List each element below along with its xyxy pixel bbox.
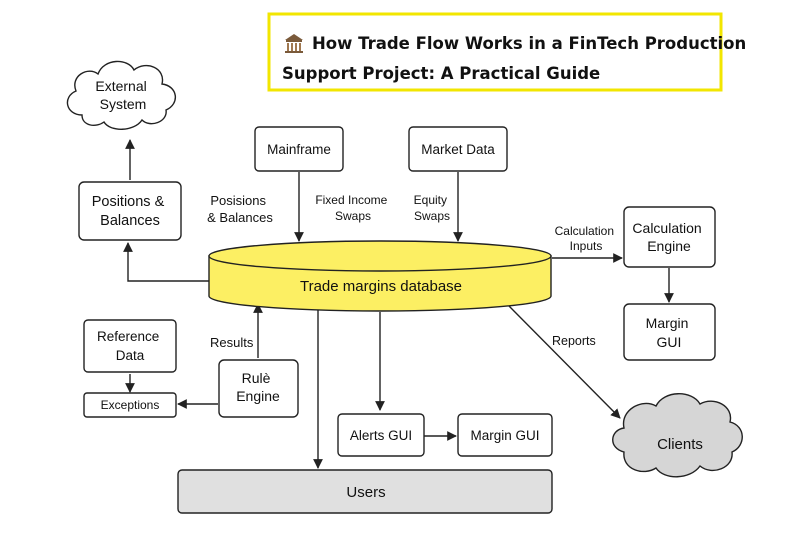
svg-text:External System: External System xyxy=(95,78,150,112)
edge-label-results: Results xyxy=(210,335,254,350)
svg-text:Positions & Balances: Positions & Balances xyxy=(92,194,169,229)
exceptions-label: Exceptions xyxy=(101,398,160,412)
external-system-label-2: System xyxy=(100,96,147,112)
margin-gui-right-label-1: Margin xyxy=(646,315,689,331)
edge-label-reports: Reports xyxy=(552,334,596,348)
margin-gui-bottom-node: Margin GUI xyxy=(457,413,553,457)
external-system-label-1: External xyxy=(95,78,146,94)
external-system-cloud: External System xyxy=(66,60,176,130)
positions-balances-node: Positions & Balances xyxy=(78,181,182,241)
calculation-engine-label-1: Calculation xyxy=(632,220,701,236)
svg-text:Fixed Income Swaps: Fixed Income Swaps xyxy=(315,193,390,223)
svg-text:Calculation Engine: Calculation Engine xyxy=(632,220,705,254)
exceptions-node: Exceptions xyxy=(83,392,177,418)
users-label: Users xyxy=(346,484,385,501)
rule-engine-label-2: Engine xyxy=(236,388,280,404)
edge-label-posisions-2: & Balances xyxy=(207,210,273,225)
title-line-1: How Trade Flow Works in a FinTech Produc… xyxy=(312,34,746,53)
title-line-2: Support Project: A Practical Guide xyxy=(282,64,600,83)
reference-data-label-1: Reference xyxy=(97,329,159,344)
clients-cloud: Clients xyxy=(612,393,743,478)
edge-label-calculation-inputs-2: Inputs xyxy=(570,239,603,253)
edge-label-fixed-income-1: Fixed Income xyxy=(315,193,387,207)
edge-database-to-clients xyxy=(504,301,621,419)
svg-text:Rulè Engine: Rulè Engine xyxy=(236,370,280,404)
rule-engine-node: Rulè Engine xyxy=(218,359,299,418)
market-data-label: Market Data xyxy=(421,142,495,157)
svg-text:Calculation Inputs: Calculation Inputs xyxy=(555,224,618,253)
svg-text:Posisions & Balances: Posisions & Balances xyxy=(207,193,273,225)
rule-engine-label-1: Rulè xyxy=(242,370,271,386)
edge-label-posisions-1: Posisions xyxy=(210,193,266,208)
margin-gui-bottom-label: Margin GUI xyxy=(470,428,539,443)
svg-text:Reference Data: Reference Data xyxy=(97,329,163,363)
edge-label-fixed-income-2: Swaps xyxy=(335,209,371,223)
reference-data-node: Reference Data xyxy=(83,319,177,373)
svg-text:Margin GUI: Margin GUI xyxy=(646,315,693,350)
calculation-engine-label-2: Engine xyxy=(647,238,691,254)
positions-balances-label-2: Balances xyxy=(100,213,160,229)
clients-label: Clients xyxy=(657,436,703,453)
edge-label-equity-2: Swaps xyxy=(414,209,450,223)
edge-label-equity-1: Equity xyxy=(414,193,447,207)
alerts-gui-label: Alerts GUI xyxy=(350,428,412,443)
bank-icon xyxy=(285,34,303,53)
title-banner: How Trade Flow Works in a FinTech Produc… xyxy=(267,12,746,92)
database-label: Trade margins database xyxy=(300,278,462,295)
svg-text:Equity Swaps: Equity Swaps xyxy=(414,193,451,223)
market-data-node: Market Data xyxy=(408,126,508,172)
trade-margins-database: Trade margins database xyxy=(208,240,552,312)
mainframe-label: Mainframe xyxy=(267,142,331,157)
reference-data-label-2: Data xyxy=(116,348,145,363)
edges xyxy=(123,139,674,469)
positions-balances-label-1: Positions & xyxy=(92,194,165,210)
calculation-engine-node: Calculation Engine xyxy=(623,206,716,268)
users-node: Users xyxy=(177,469,553,514)
edge-database-to-positions xyxy=(123,242,210,282)
margin-gui-right-node: Margin GUI xyxy=(623,303,716,361)
edge-label-calculation-inputs-1: Calculation xyxy=(555,224,614,238)
margin-gui-right-label-2: GUI xyxy=(657,334,682,350)
alerts-gui-node: Alerts GUI xyxy=(337,413,425,457)
mainframe-node: Mainframe xyxy=(254,126,344,172)
